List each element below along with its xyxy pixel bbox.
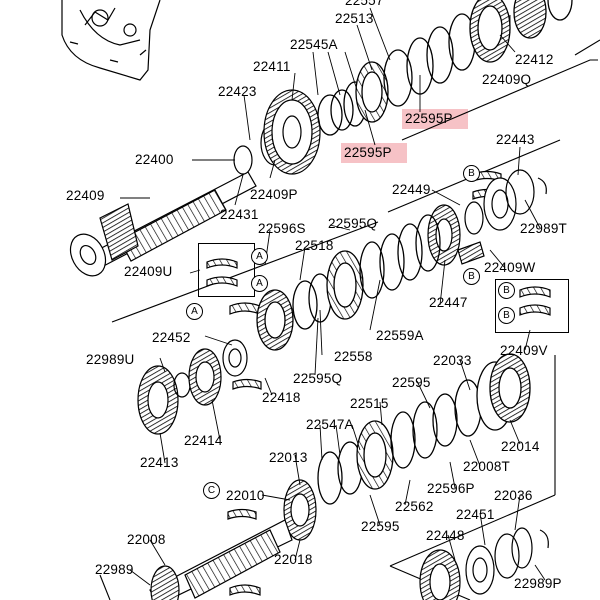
part-label: 22989T [520, 221, 567, 236]
callout-a-1: A [251, 248, 268, 265]
part-label: 22452 [152, 330, 191, 345]
part-label: 22596P [427, 481, 475, 496]
frame-lines [99, 39, 600, 600]
callout-box-a [198, 243, 255, 297]
bottom-right-group [419, 527, 549, 600]
bottom-shaft-group [149, 479, 317, 600]
leader-lines [120, 7, 546, 586]
part-label: 22595 [361, 519, 400, 534]
part-label: 22414 [184, 433, 223, 448]
callout-a-2: A [251, 275, 268, 292]
counter-gear-group [427, 169, 547, 266]
callout-b-1: B [463, 165, 480, 182]
part-label: 22557 [345, 0, 384, 8]
highlight-22595p-upper [402, 109, 468, 129]
part-label: 22515 [350, 396, 389, 411]
part-label: 22018 [274, 552, 313, 567]
part-label: 22412 [515, 52, 554, 67]
part-label: 22409P [250, 187, 298, 202]
part-label: 22418 [262, 390, 301, 405]
part-label: 22413 [140, 455, 179, 470]
upper-gear-stack [233, 89, 321, 175]
part-label: 22545A [290, 37, 338, 52]
highlight-22595p-lower [341, 143, 407, 163]
part-label: 22008 [127, 532, 166, 547]
callout-a-3: A [186, 303, 203, 320]
part-label: 22423 [218, 84, 257, 99]
part-label: 22010 [226, 488, 265, 503]
callout-box-b [495, 279, 569, 333]
part-label: 22409U [124, 264, 173, 279]
part-label: 22558 [334, 349, 373, 364]
part-label: 22989 [95, 562, 134, 577]
part-label: 22513 [335, 11, 374, 26]
part-label: 22409 [66, 188, 105, 203]
callout-b-4: B [498, 307, 515, 324]
part-label: 22443 [496, 132, 535, 147]
part-label: 22595 [392, 375, 431, 390]
callout-b-3: B [498, 282, 515, 299]
part-label: 22014 [501, 439, 540, 454]
callout-b-2: B [463, 268, 480, 285]
part-label: 22562 [395, 499, 434, 514]
part-label: 22431 [220, 207, 259, 222]
part-label: 22559A [376, 328, 424, 343]
part-label-highlighted: 22595P [344, 145, 392, 160]
part-label: 22989P [514, 576, 562, 591]
part-label-highlighted: 22595P [405, 111, 453, 126]
part-label: 22409Q [482, 72, 532, 87]
part-label: 22595Q [293, 371, 343, 386]
part-label: 22409W [484, 260, 536, 275]
part-label: 22447 [429, 295, 468, 310]
part-label: 22547A [306, 417, 354, 432]
part-label: 22595Q [328, 216, 378, 231]
part-label: 22451 [456, 507, 495, 522]
part-label: 22033 [433, 353, 472, 368]
part-label: 22989U [86, 352, 135, 367]
lower-left-gears [137, 339, 262, 435]
part-label: 22036 [494, 488, 533, 503]
part-label: 22411 [253, 59, 291, 74]
middle-synchro [256, 214, 441, 351]
part-label: 22518 [295, 238, 334, 253]
part-label: 22013 [269, 450, 308, 465]
part-label: 22596S [258, 221, 306, 236]
lower-synchro [317, 353, 531, 505]
upper-synchro-rings [317, 0, 573, 136]
part-label: 22449 [392, 182, 431, 197]
part-label: 22400 [135, 152, 174, 167]
transmission-case-icon [61, 0, 161, 81]
part-label: 22448 [426, 528, 465, 543]
part-label: 22409V [500, 343, 548, 358]
main-shaft [69, 171, 257, 277]
callout-c-1: C [203, 482, 220, 499]
part-label: 22008T [463, 459, 510, 474]
